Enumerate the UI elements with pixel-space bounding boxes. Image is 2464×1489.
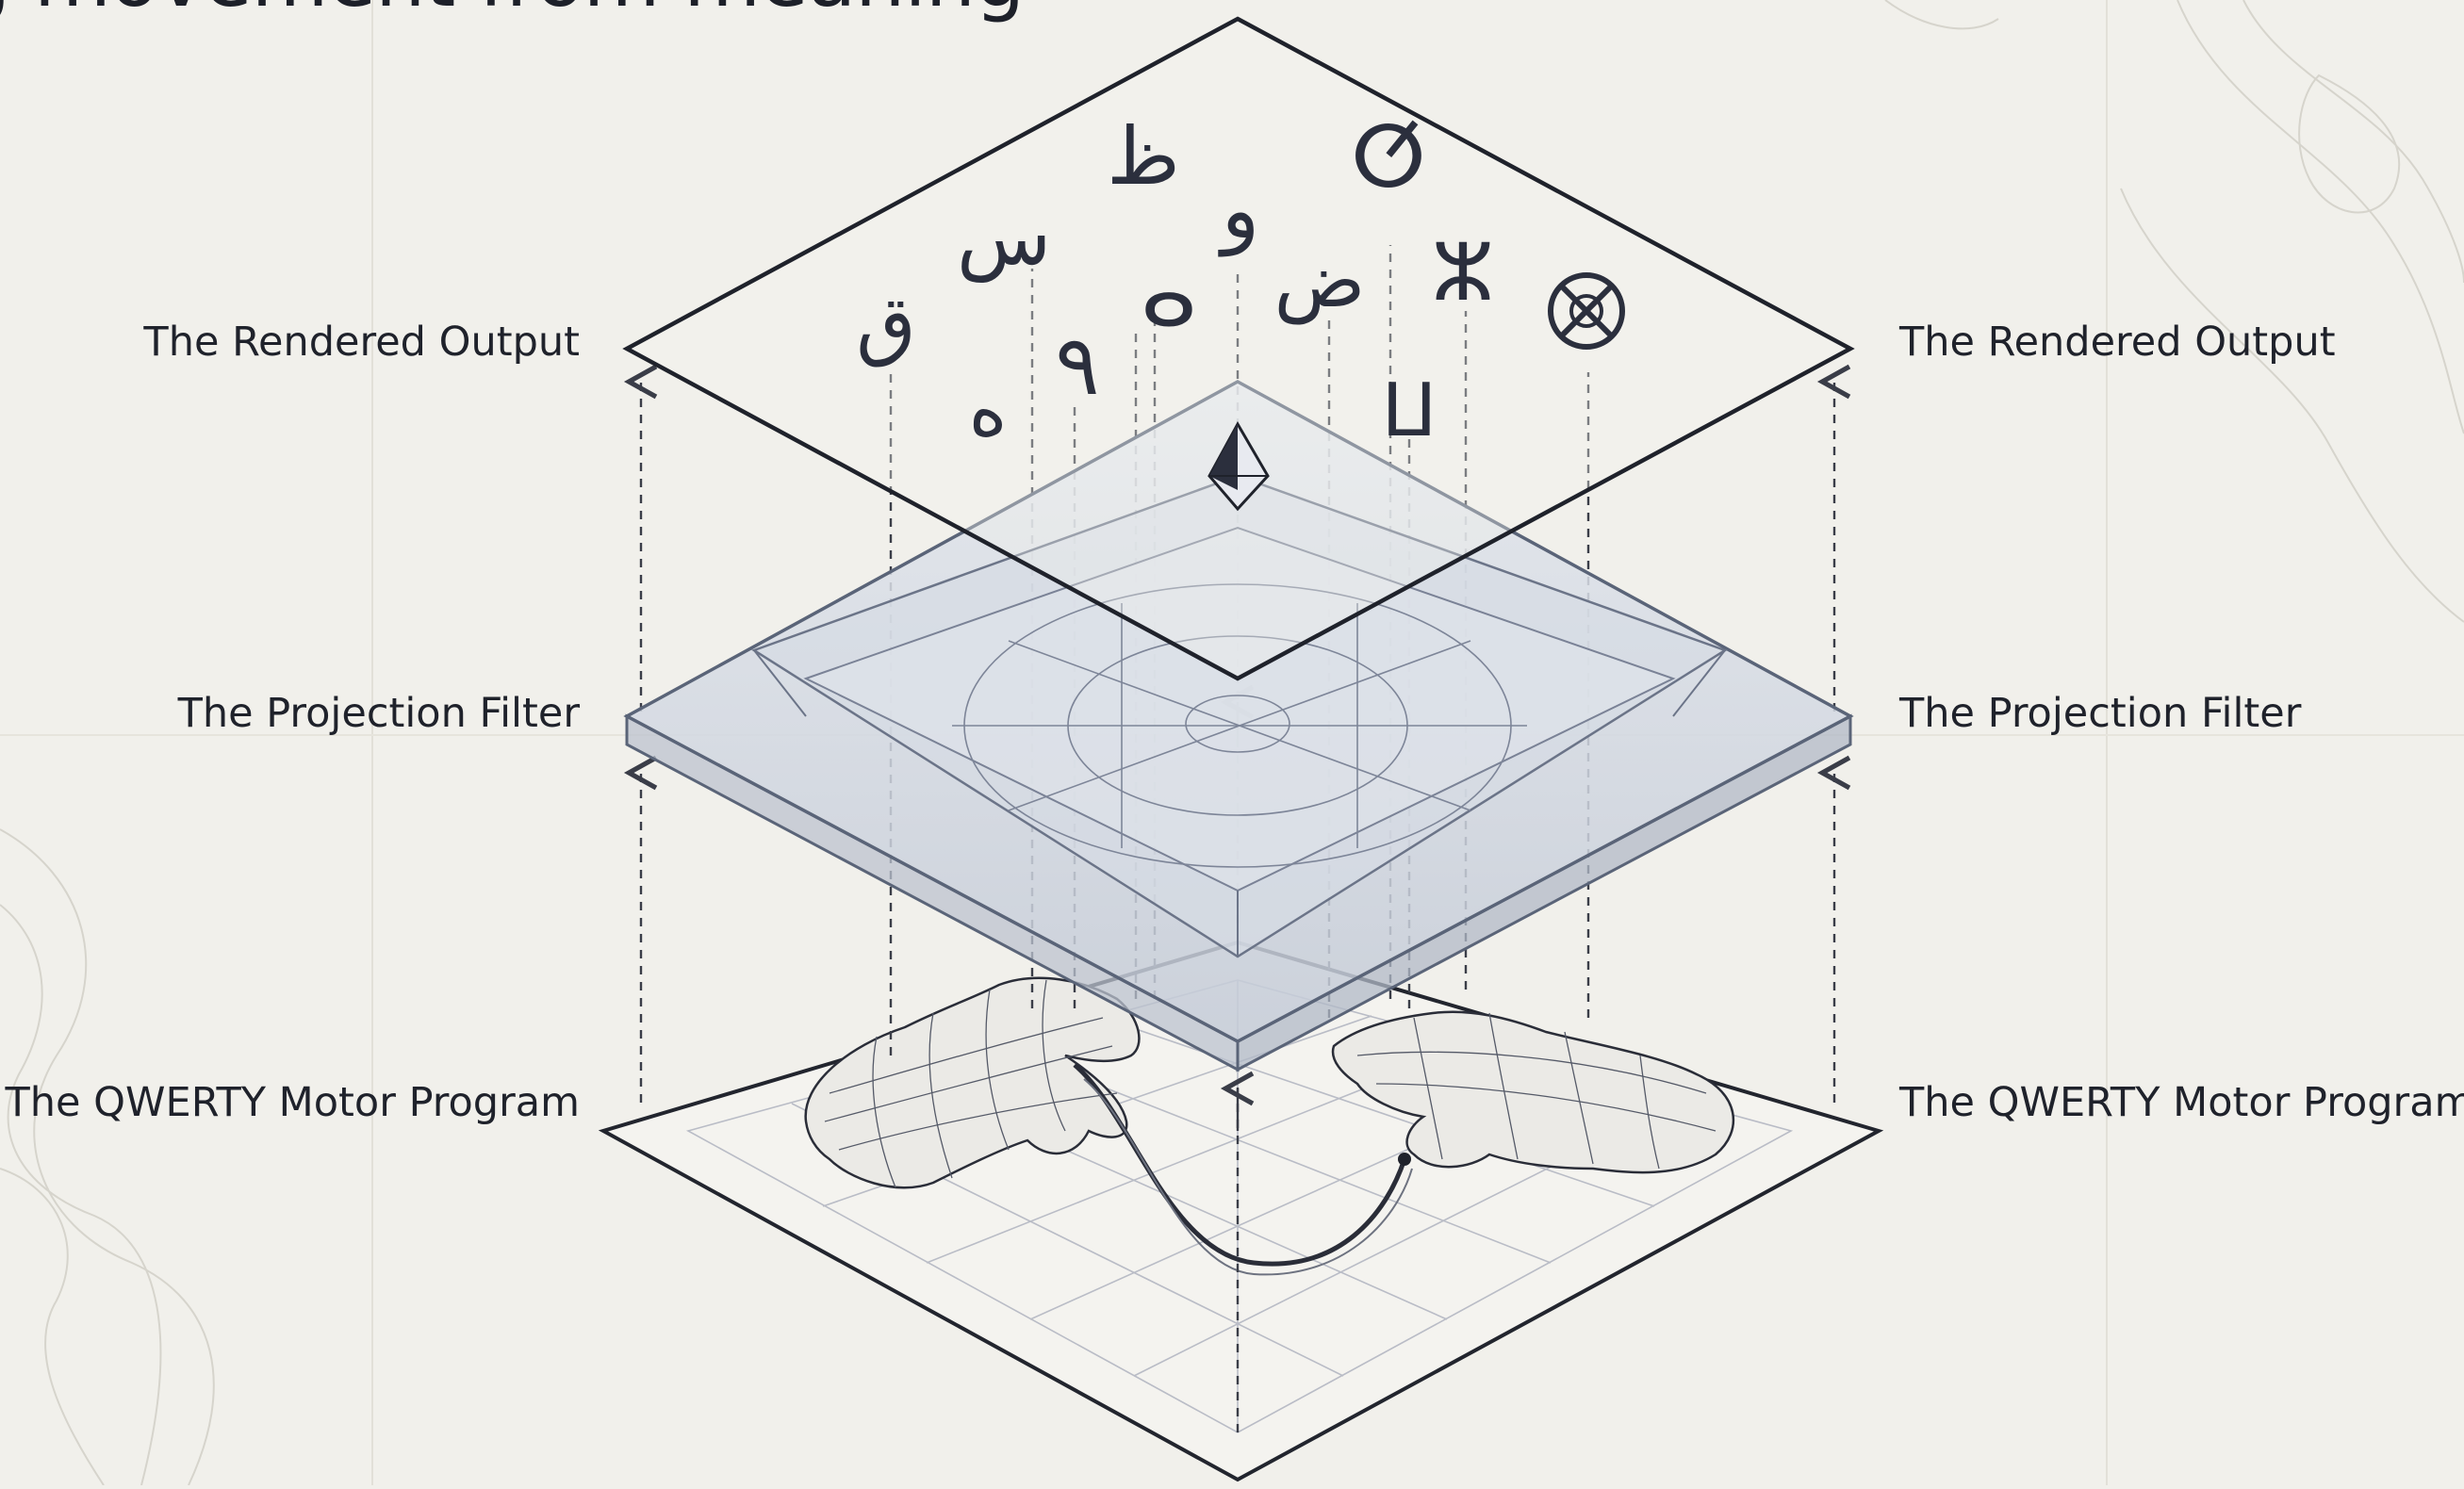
page-title: g movement from meaning: [0, 0, 1024, 25]
label-projection-filter-right: The Projection Filter: [1899, 690, 2301, 737]
glyph-nine: ٩: [1055, 317, 1099, 414]
label-motor-program-right: The QWERTY Motor Program: [1899, 1079, 2464, 1126]
label-rendered-output-left: The Rendered Output: [143, 319, 580, 366]
glyph-heh: ه: [969, 368, 1008, 453]
glyph-dad: ض: [1274, 237, 1366, 325]
glyph-seen: س: [957, 193, 1051, 283]
glyph-tifinagh-yaz: ⵣ: [1432, 226, 1494, 319]
motor-path-point: [1398, 1153, 1411, 1166]
glyph-zah: ظ: [1107, 110, 1180, 203]
glyph-waw: و: [1218, 164, 1260, 257]
glyph-qaf: ق: [856, 280, 916, 369]
glyph-tifinagh-yass: ⵚ: [1351, 108, 1426, 207]
glyph-tifinagh-ya: ⴰ: [1141, 245, 1196, 346]
glyph-tifinagh-yaw: ⵡ: [1382, 368, 1437, 453]
label-motor-program-left: The QWERTY Motor Program: [6, 1079, 580, 1126]
label-rendered-output-right: The Rendered Output: [1899, 319, 2336, 366]
output-layer: [627, 19, 1850, 679]
label-projection-filter-left: The Projection Filter: [178, 690, 580, 737]
